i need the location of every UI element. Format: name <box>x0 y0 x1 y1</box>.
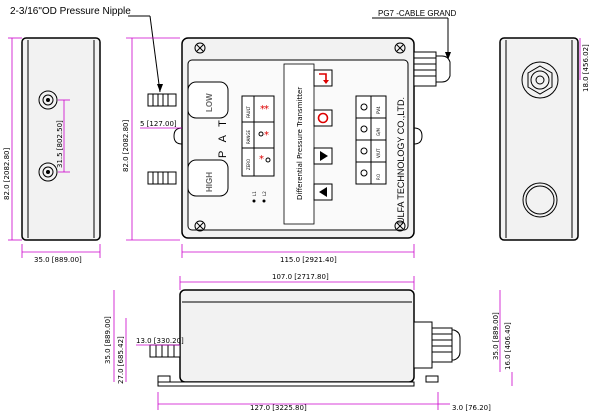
brand-name: ULFA TECHNOLOGY CO.,LTD. <box>396 97 406 224</box>
dim-13: 13.0 [330.20] <box>136 337 184 345</box>
left-arrow-icon[interactable] <box>313 183 333 201</box>
led-asterisk: * <box>264 130 269 141</box>
right-side-view: 18.0 [456.02] <box>499 37 590 241</box>
port-center <box>46 170 50 174</box>
gland-nut <box>527 65 553 95</box>
dim-115: 115.0 [2921.40] <box>280 256 337 264</box>
terminal-zero: ZERO <box>246 159 251 170</box>
led-dot <box>258 131 264 137</box>
port-outer <box>38 90 58 110</box>
dim-16: 16.0 [406.40] <box>504 322 512 370</box>
cable-gland-icon <box>413 321 461 369</box>
left-side-view: 82.0 [2082.80] 31.5 [802.50] 35.0 [889.0… <box>3 37 101 264</box>
dim-31-5: 31.5 [802.50] <box>56 120 64 168</box>
enter-icon[interactable] <box>313 69 333 87</box>
port-low-label: LOW <box>205 93 214 112</box>
led-asterisk: * <box>259 154 264 165</box>
dim-3: 3.0 [76.20] <box>452 404 491 412</box>
pressure-nipple-icon <box>147 171 177 185</box>
pressure-nipple-icon <box>149 344 181 358</box>
terminal-po: P.O <box>376 174 381 180</box>
screw-icon <box>394 220 406 232</box>
screw-icon <box>394 42 406 54</box>
terminal-fault: FAULT <box>246 106 251 118</box>
terminal-vut: V/UT <box>376 148 381 158</box>
led-dot <box>265 157 271 163</box>
product-label-panel <box>283 63 315 225</box>
gland-hole <box>535 75 545 85</box>
port-high-label: HIGH <box>205 172 214 192</box>
led-l1-label: L1 <box>252 191 257 196</box>
led-asterisk: * <box>264 104 269 115</box>
terminal-pv4: PV4 <box>376 106 381 114</box>
port-middle <box>42 166 54 178</box>
product-name: Differential Pressure Transmitter <box>296 87 304 200</box>
dim-35-right: 35.0 [889.00] <box>492 312 500 360</box>
bottom-housing <box>179 289 415 383</box>
dim-107: 107.0 [2717.80] <box>272 273 329 281</box>
led-asterisk: * <box>260 104 265 115</box>
arrowhead <box>157 84 163 92</box>
dim-127: 127.0 [3225.80] <box>250 404 307 412</box>
callout-cable-gland: PG7 -CABLE GRAND <box>378 9 456 18</box>
terminal-screw <box>360 125 368 133</box>
dim-82-front: 82.0 [2082.80] <box>122 120 130 172</box>
left-terminal-block <box>241 95 275 177</box>
mounting-plate <box>157 381 415 387</box>
bottom-view: 107.0 [2717.80] 35.0 [889.00] 27.0 [685.… <box>104 273 513 412</box>
port-center <box>46 98 50 102</box>
pressure-nipple-icon <box>147 93 177 107</box>
dim-35-left: 35.0 [889.00] <box>34 256 82 264</box>
dim-18: 18.0 [456.02] <box>582 44 590 92</box>
refresh-icon[interactable] <box>313 109 333 127</box>
mounting-foot <box>425 375 439 383</box>
terminal-screw <box>360 103 368 111</box>
pat-label: P A T <box>217 117 229 158</box>
gland-outer <box>521 61 559 99</box>
terminal-screw <box>360 169 368 177</box>
mounting-foot <box>157 375 171 383</box>
dim-82-left: 82.0 [2082.80] <box>3 148 11 200</box>
side-notch <box>173 127 183 145</box>
dim-35-bottom: 35.0 [889.00] <box>104 316 112 364</box>
dim-27: 27.0 [685.42] <box>117 336 125 384</box>
port-outer <box>38 162 58 182</box>
front-view: 82.0 [2082.80] LOW HIGH <box>122 37 451 264</box>
callout-pressure-nipple: 2-3/16"OD Pressure Nipple <box>10 6 131 17</box>
gland-inner <box>530 70 550 90</box>
port-high-housing <box>187 159 229 197</box>
left-housing <box>21 37 101 241</box>
plug-inner <box>525 185 555 215</box>
led-l1-icon <box>252 199 256 203</box>
terminal-screw <box>360 147 368 155</box>
dim-5: 5 [127.00] <box>140 120 177 128</box>
plug-outer <box>522 182 558 218</box>
terminal-gm: G/M <box>376 128 381 136</box>
arrowhead <box>445 52 451 60</box>
port-middle <box>42 94 54 106</box>
cable-gland-icon <box>413 51 451 87</box>
led-l2-label: L2 <box>262 191 267 196</box>
screw-icon <box>194 42 206 54</box>
screw-icon <box>194 220 206 232</box>
led-l2-icon <box>262 199 266 203</box>
side-notch <box>413 127 423 145</box>
right-housing <box>499 37 579 241</box>
terminal-range: RANGE <box>246 130 251 144</box>
port-low-housing <box>187 81 229 119</box>
callout-leader-nipple <box>149 15 161 93</box>
right-arrow-icon[interactable] <box>313 147 333 165</box>
